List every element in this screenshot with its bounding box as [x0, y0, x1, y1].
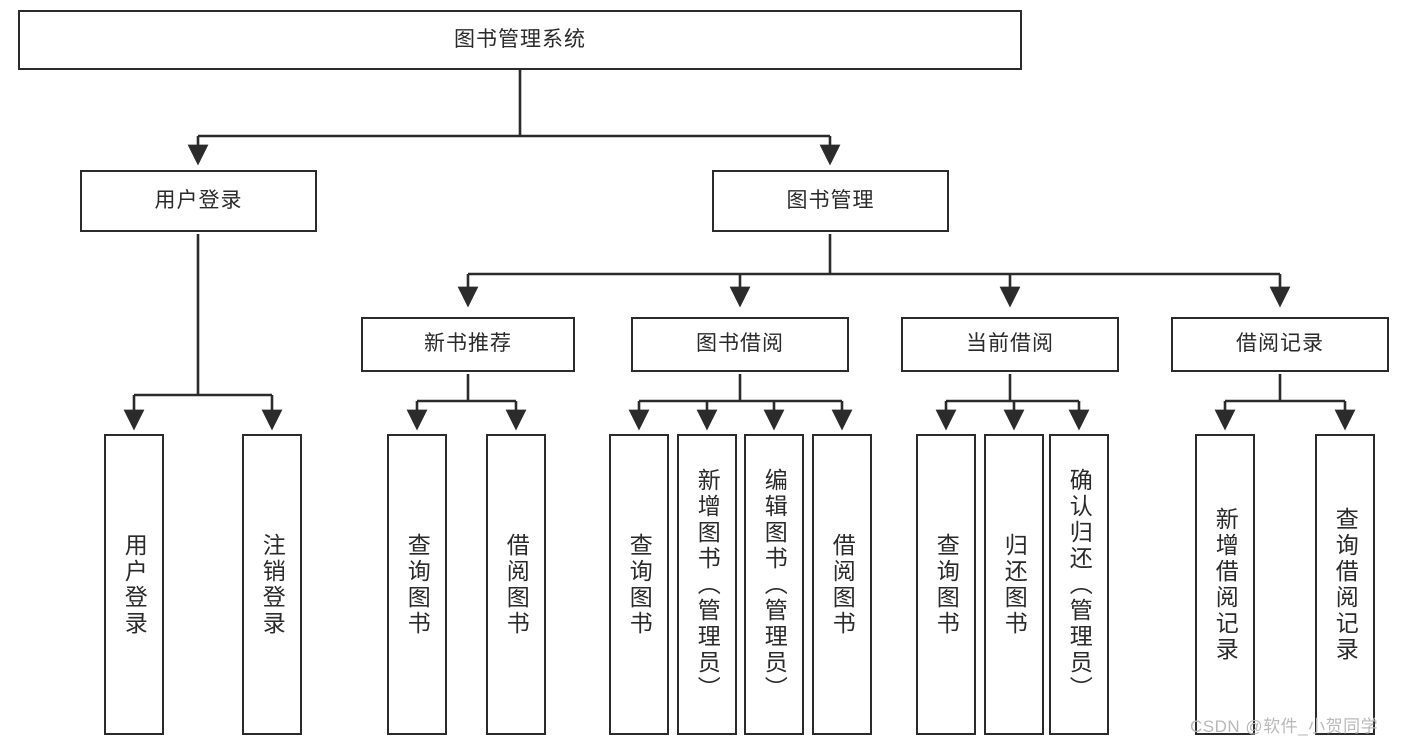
node-label: 图书借阅: [696, 332, 784, 356]
node-label: 新书推荐: [424, 332, 512, 356]
node-root-system[interactable]: 图书管理系统: [18, 10, 1022, 70]
node-label: 新增借阅记录: [1212, 506, 1239, 663]
leaf-current-return-book[interactable]: 归还图书: [984, 434, 1044, 735]
node-label: 用户登录: [154, 188, 243, 212]
leaf-recommend-borrow-book[interactable]: 借阅图书: [486, 434, 546, 735]
node-label: 图书管理: [786, 188, 875, 212]
node-label: 图书管理系统: [454, 27, 586, 51]
node-label: 查询借阅记录: [1332, 506, 1359, 663]
leaf-borrow-query-book[interactable]: 查询图书: [609, 434, 669, 735]
node-book-borrow[interactable]: 图书借阅: [631, 317, 849, 372]
node-label: 用户登录: [121, 532, 148, 637]
node-book-management[interactable]: 图书管理: [712, 170, 949, 232]
node-label: 归还图书: [1001, 532, 1028, 637]
node-label: 借阅记录: [1236, 332, 1324, 356]
node-label: 查询图书: [404, 532, 431, 637]
node-label: 编辑图书（管理员）: [761, 467, 788, 702]
node-new-book-recommend[interactable]: 新书推荐: [361, 317, 575, 372]
leaf-recommend-query-book[interactable]: 查询图书: [387, 434, 447, 735]
node-label: 新增图书（管理员）: [694, 467, 721, 702]
leaf-borrow-add-book-admin[interactable]: 新增图书（管理员）: [677, 434, 737, 735]
leaf-current-confirm-return-admin[interactable]: 确认归还（管理员）: [1049, 434, 1109, 735]
leaf-current-query-book[interactable]: 查询图书: [916, 434, 976, 735]
node-label: 注销登录: [259, 532, 286, 637]
node-label: 查询图书: [626, 532, 653, 637]
leaf-record-add-record[interactable]: 新增借阅记录: [1195, 434, 1255, 735]
leaf-borrow-edit-book-admin[interactable]: 编辑图书（管理员）: [744, 434, 804, 735]
node-borrow-record[interactable]: 借阅记录: [1171, 317, 1389, 372]
node-label: 当前借阅: [966, 332, 1054, 356]
leaf-record-query-record[interactable]: 查询借阅记录: [1315, 434, 1375, 735]
leaf-user-login-logout[interactable]: 注销登录: [242, 434, 302, 735]
leaf-user-login-login[interactable]: 用户登录: [104, 434, 164, 735]
node-current-borrow[interactable]: 当前借阅: [901, 317, 1119, 372]
leaf-borrow-borrow-book[interactable]: 借阅图书: [812, 434, 872, 735]
node-user-login[interactable]: 用户登录: [80, 170, 317, 232]
node-label: 借阅图书: [503, 532, 530, 637]
node-label: 确认归还（管理员）: [1066, 467, 1093, 702]
node-label: 借阅图书: [829, 532, 856, 637]
node-label: 查询图书: [933, 532, 960, 637]
